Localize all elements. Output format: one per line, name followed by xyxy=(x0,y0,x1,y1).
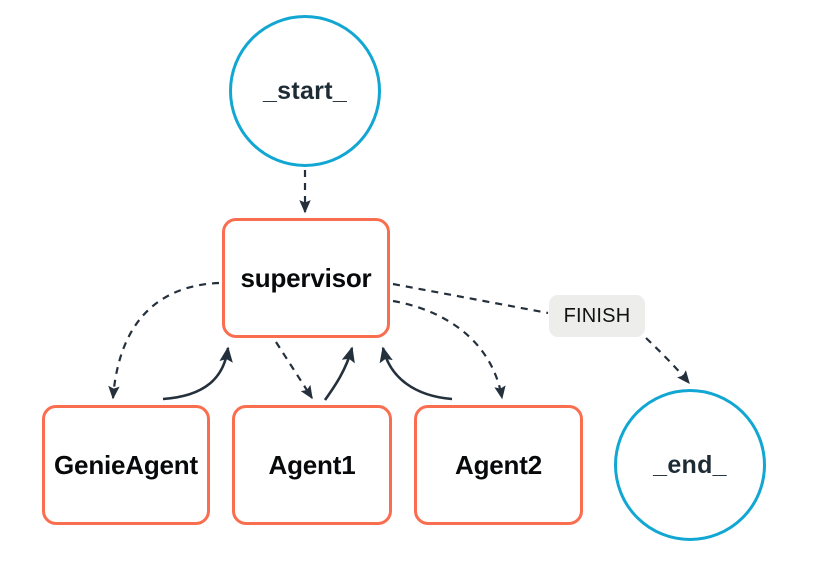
edge-label-finish: FINISH xyxy=(549,295,645,337)
node-genieagent-label: GenieAgent xyxy=(54,449,198,480)
edge-agent2-supervisor xyxy=(379,346,453,401)
edge-supervisor-agent2 xyxy=(392,299,506,400)
node-supervisor[interactable]: supervisor xyxy=(222,218,390,338)
node-end-label: _end_ xyxy=(653,450,727,479)
edge-finish-end xyxy=(645,337,690,385)
node-end[interactable]: _end_ xyxy=(614,389,766,541)
node-start[interactable]: _start_ xyxy=(229,15,381,167)
node-agent2[interactable]: Agent2 xyxy=(414,405,583,525)
edge-supervisor-finish xyxy=(392,282,549,315)
node-start-label: _start_ xyxy=(262,76,348,105)
edge-agent1-supervisor xyxy=(323,346,355,401)
node-supervisor-label: supervisor xyxy=(240,262,372,293)
node-agent1-label: Agent1 xyxy=(268,449,356,480)
edge-label-finish-text: FINISH xyxy=(563,304,631,327)
edge-supervisor-agent1 xyxy=(275,341,313,400)
node-agent1[interactable]: Agent1 xyxy=(232,405,392,525)
edge-supervisor-genieagent xyxy=(108,281,220,400)
edge-genieagent-supervisor xyxy=(162,346,233,401)
node-agent2-label: Agent2 xyxy=(455,449,542,480)
node-genieagent[interactable]: GenieAgent xyxy=(42,405,210,525)
